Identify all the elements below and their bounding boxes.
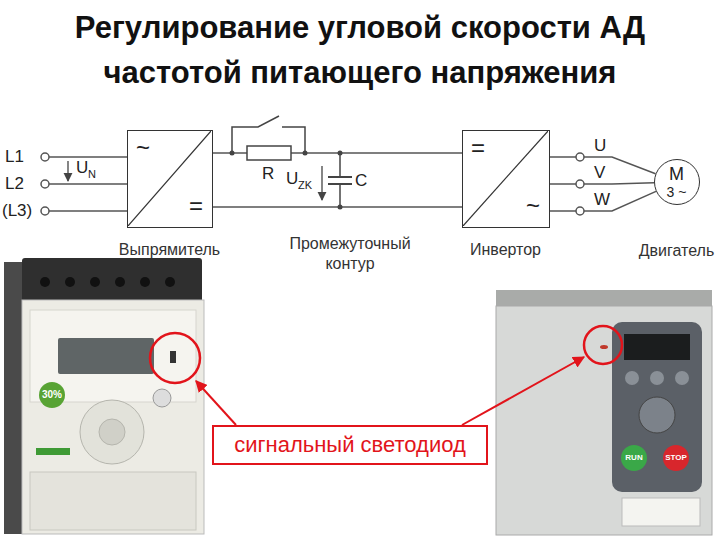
knob bbox=[80, 400, 144, 464]
phase-name: V bbox=[594, 164, 605, 181]
capacitor-lead bbox=[339, 153, 341, 177]
terminal bbox=[41, 153, 49, 161]
device-lid bbox=[30, 472, 196, 530]
voltage-arrow bbox=[67, 161, 68, 181]
junction-dot bbox=[338, 205, 343, 210]
block-label: Выпрямитель bbox=[119, 242, 220, 258]
wire bbox=[49, 156, 127, 158]
voltage-subscript: ZK bbox=[298, 180, 312, 191]
phase-name: L1 bbox=[5, 148, 24, 165]
capacitor-plate bbox=[328, 176, 352, 178]
terminal bbox=[576, 153, 584, 161]
hole bbox=[165, 277, 175, 287]
motor-circle: M3 ~Двигатель bbox=[654, 159, 700, 205]
diagonal-line bbox=[128, 131, 211, 226]
junction-dot bbox=[230, 151, 235, 156]
callout-box: сигнальный светодиод bbox=[212, 425, 488, 465]
voltage-subscript: N bbox=[88, 169, 96, 180]
button-text: RUN bbox=[625, 454, 642, 462]
terminal bbox=[576, 207, 584, 215]
phase-name: (L3) bbox=[2, 202, 32, 219]
device-body bbox=[496, 306, 712, 535]
button-text: STOP bbox=[665, 454, 687, 462]
block-label: Двигатель bbox=[639, 243, 715, 259]
knob-center bbox=[99, 419, 125, 445]
capacitor-lead bbox=[339, 184, 341, 207]
phase-count: 3 ~ bbox=[667, 185, 687, 199]
voltage-symbol: U bbox=[286, 170, 298, 187]
stop-button bbox=[663, 445, 689, 471]
badge bbox=[39, 382, 65, 408]
motor-symbol: M bbox=[669, 165, 684, 183]
input-wires bbox=[41, 153, 127, 215]
hole bbox=[90, 277, 100, 287]
diagonal-line bbox=[463, 131, 548, 226]
terminal-holes bbox=[40, 277, 175, 287]
block-label: Промежуточный контур bbox=[270, 234, 430, 274]
button bbox=[625, 371, 639, 385]
rectifier-box: ~=Выпрямитель bbox=[127, 130, 213, 228]
ac-symbol: ~ bbox=[136, 136, 150, 160]
run-button bbox=[621, 445, 647, 471]
intermediate-circuit bbox=[232, 116, 352, 207]
wire bbox=[550, 183, 654, 184]
nav-wheel bbox=[639, 397, 675, 433]
callout-arrow bbox=[462, 357, 584, 425]
junction-dots bbox=[230, 151, 343, 210]
junction-dot bbox=[338, 151, 343, 156]
display bbox=[624, 334, 690, 360]
block-label: Инвертор bbox=[470, 242, 541, 258]
led bbox=[600, 345, 608, 349]
hole bbox=[115, 277, 125, 287]
hole bbox=[140, 277, 150, 287]
component-name: R bbox=[262, 165, 274, 182]
display bbox=[58, 338, 154, 374]
device-top bbox=[22, 258, 202, 306]
callout-text: сигнальный светодиод bbox=[234, 434, 466, 456]
hole bbox=[40, 277, 50, 287]
component-name: C bbox=[355, 172, 367, 189]
button bbox=[153, 389, 171, 407]
resistor-symbol bbox=[247, 146, 291, 160]
wire bbox=[49, 210, 127, 212]
logo bbox=[36, 448, 70, 455]
phase-name: U bbox=[594, 137, 606, 154]
terminal bbox=[576, 180, 584, 188]
highlight-circle bbox=[150, 333, 200, 383]
ac-symbol: ~ bbox=[526, 194, 540, 218]
button bbox=[675, 371, 689, 385]
junction-dot bbox=[303, 151, 308, 156]
frequency-converter-photo bbox=[496, 290, 712, 535]
terminal bbox=[41, 207, 49, 215]
hole bbox=[65, 277, 75, 287]
device-body bbox=[22, 300, 204, 534]
highlight-circle bbox=[584, 326, 622, 364]
inverter-box: =~Инвертор bbox=[462, 130, 550, 228]
terminal bbox=[41, 180, 49, 188]
button bbox=[650, 371, 664, 385]
callout-arrow bbox=[196, 381, 236, 425]
output-terminals bbox=[576, 153, 584, 215]
badge-text: 30% bbox=[42, 390, 62, 400]
keypad-panel bbox=[612, 322, 702, 492]
sticker bbox=[622, 498, 700, 526]
voltage-symbol: U bbox=[76, 159, 88, 176]
dc-symbol: = bbox=[471, 136, 485, 160]
led bbox=[170, 351, 176, 363]
phase-name: W bbox=[594, 191, 610, 208]
voltage-arrow bbox=[321, 166, 322, 200]
dc-symbol: = bbox=[189, 194, 203, 218]
frequency-converter-photo bbox=[4, 258, 204, 534]
phase-name: L2 bbox=[5, 175, 24, 192]
wire bbox=[49, 183, 127, 185]
title: Регулирование угловой скорости АД частот… bbox=[10, 6, 710, 96]
wire bbox=[550, 191, 656, 211]
